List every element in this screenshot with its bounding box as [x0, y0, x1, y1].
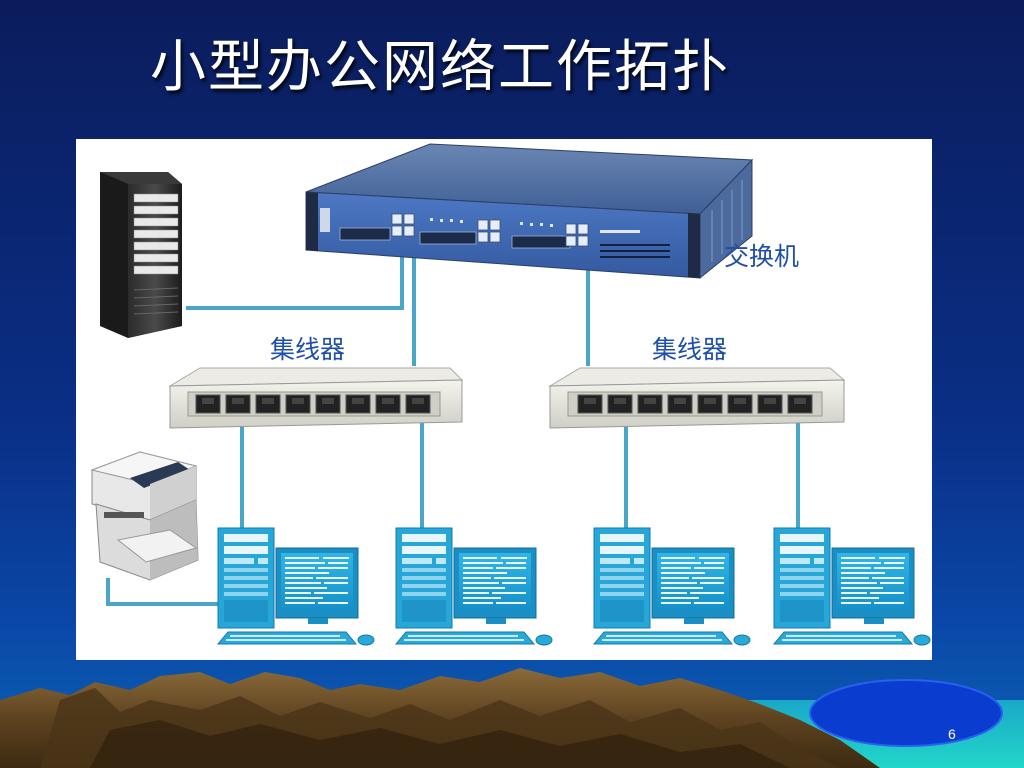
page-number: 6 [948, 726, 956, 742]
server-tower-icon [100, 172, 182, 338]
slide-title: 小型办公网络工作拓扑 [150, 35, 730, 100]
hub-left-label: 集线器 [270, 335, 345, 364]
hub-right-label: 集线器 [652, 335, 727, 364]
switch-label: 交换机 [724, 242, 799, 271]
network-cables [106, 228, 800, 606]
switch-icon [305, 143, 754, 280]
decorative-oval [809, 679, 1003, 747]
hub-right-icon [548, 367, 846, 429]
hub-left-icon [168, 367, 464, 429]
printer-icon [90, 451, 199, 581]
